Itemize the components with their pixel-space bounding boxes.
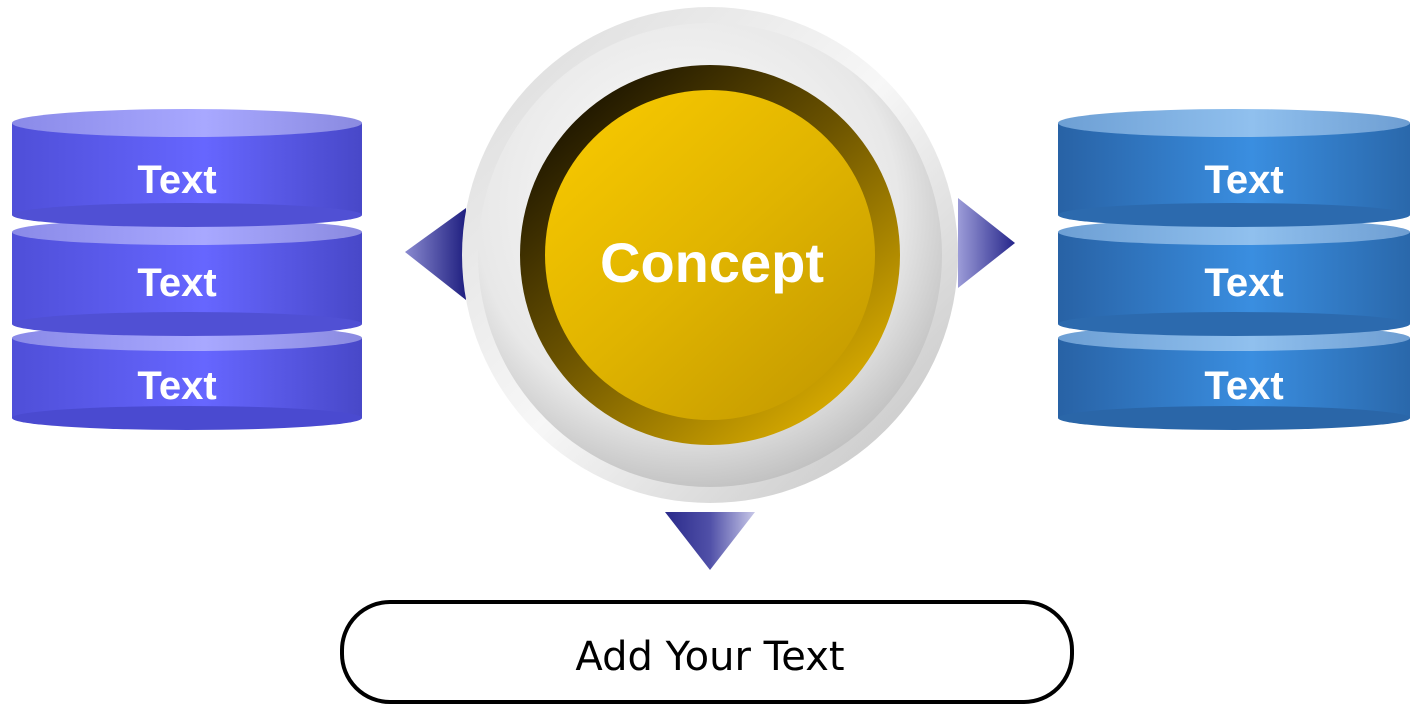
down-arrow-icon	[665, 512, 755, 570]
right-stack-label-3: Text	[1204, 364, 1283, 408]
left-stack-label-2: Text	[137, 261, 216, 305]
bottom-box-label: Add Your Text	[575, 634, 844, 680]
right-stack-disc-3: Text	[1058, 325, 1410, 430]
right-stack: Text Text Text	[1058, 109, 1410, 430]
left-stack-label-1: Text	[137, 158, 216, 202]
right-stack-label-1: Text	[1204, 158, 1283, 202]
right-stack-disc-2: Text	[1058, 219, 1410, 336]
gold-core	[545, 90, 875, 420]
left-stack-disc-3: Text	[12, 325, 362, 430]
right-stack-disc-1: Text	[1058, 109, 1410, 227]
left-stack-label-3: Text	[137, 364, 216, 408]
concept-label: Concept	[600, 231, 824, 294]
left-stack: Text Text Text	[12, 109, 362, 430]
right-stack-label-2: Text	[1204, 261, 1283, 305]
left-stack-disc-2: Text	[12, 219, 362, 336]
left-arrow-icon	[405, 208, 466, 300]
concept-circle: Concept	[462, 7, 958, 503]
bottom-text-box[interactable]: Add Your Text	[340, 600, 1074, 704]
left-stack-disc-1: Text	[12, 109, 362, 227]
right-arrow-icon	[958, 198, 1015, 288]
